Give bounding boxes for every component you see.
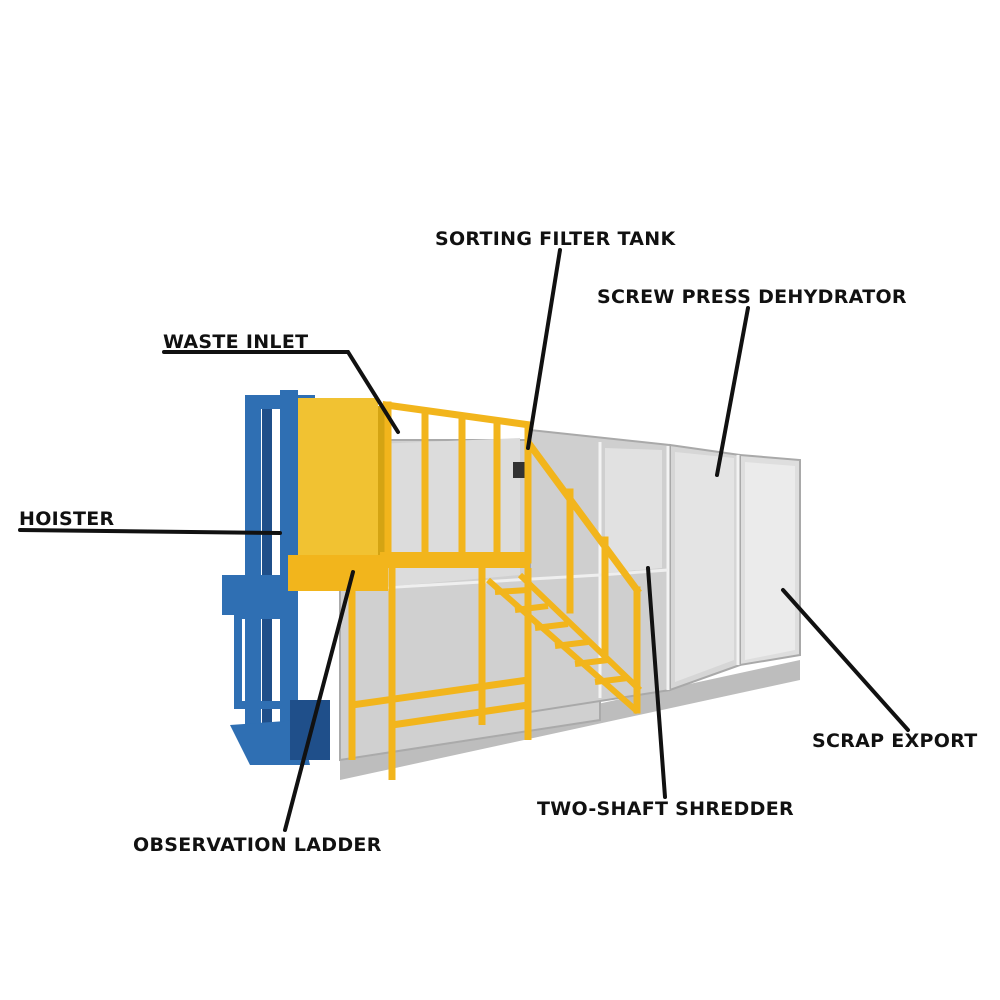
waste-inlet-hopper (298, 398, 378, 566)
hoister-carriage (222, 575, 292, 615)
label-screw-press-dehydrator: SCREW PRESS DEHYDRATOR (597, 286, 907, 308)
hoister-bin-frame (234, 611, 290, 709)
leader-line-screw-press (715, 306, 750, 477)
leader-line-hoister (18, 528, 282, 535)
label-two-shaft-shredder: TWO-SHAFT SHREDDER (537, 798, 794, 820)
label-waste-inlet: WASTE INLET (163, 331, 309, 353)
leader-line-waste-inlet (162, 350, 400, 434)
label-hoister: HOISTER (19, 508, 115, 530)
hoister-mast-rear (262, 400, 272, 730)
hoister-top-bar (245, 395, 315, 409)
cabinet-panel-highlight (745, 462, 795, 660)
leader-lines (18, 248, 910, 832)
cabinet-seam (599, 568, 669, 577)
waste-inlet-collar (288, 555, 388, 591)
waste-inlet-hopper-side (378, 406, 386, 558)
label-observation-ladder: OBSERVATION LADDER (133, 834, 382, 856)
leader-line-sorting-filter-tank (526, 248, 562, 450)
cabinet-panel-highlight (605, 448, 662, 573)
leader-line-scrap-export (781, 588, 910, 732)
ladder-supports (348, 568, 532, 780)
ladder-stairs (486, 572, 643, 715)
label-scrap-export: SCRAP EXPORT (812, 730, 978, 752)
hoister-mast-left (245, 400, 261, 735)
leader-line-two-shaft-shredder (646, 566, 667, 799)
leader-line-observation-ladder (283, 570, 355, 832)
label-sorting-filter-tank: SORTING FILTER TANK (435, 228, 676, 250)
cabinet-panel-highlight (675, 452, 734, 682)
sensor-box (513, 462, 525, 478)
ladder-platform (380, 552, 530, 568)
